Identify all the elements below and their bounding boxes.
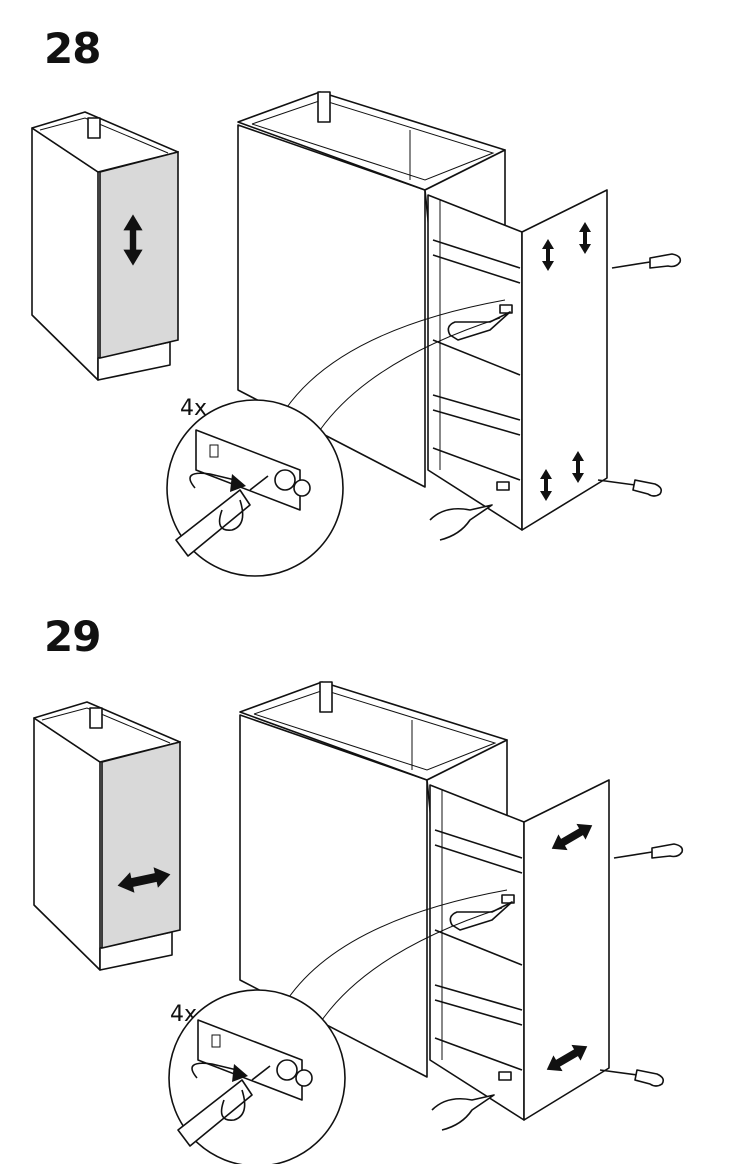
step-29-illustration	[33, 681, 684, 1164]
step-number-29: 29	[44, 612, 101, 661]
step-28-illustration	[31, 91, 682, 577]
step-number-28: 28	[44, 24, 101, 73]
